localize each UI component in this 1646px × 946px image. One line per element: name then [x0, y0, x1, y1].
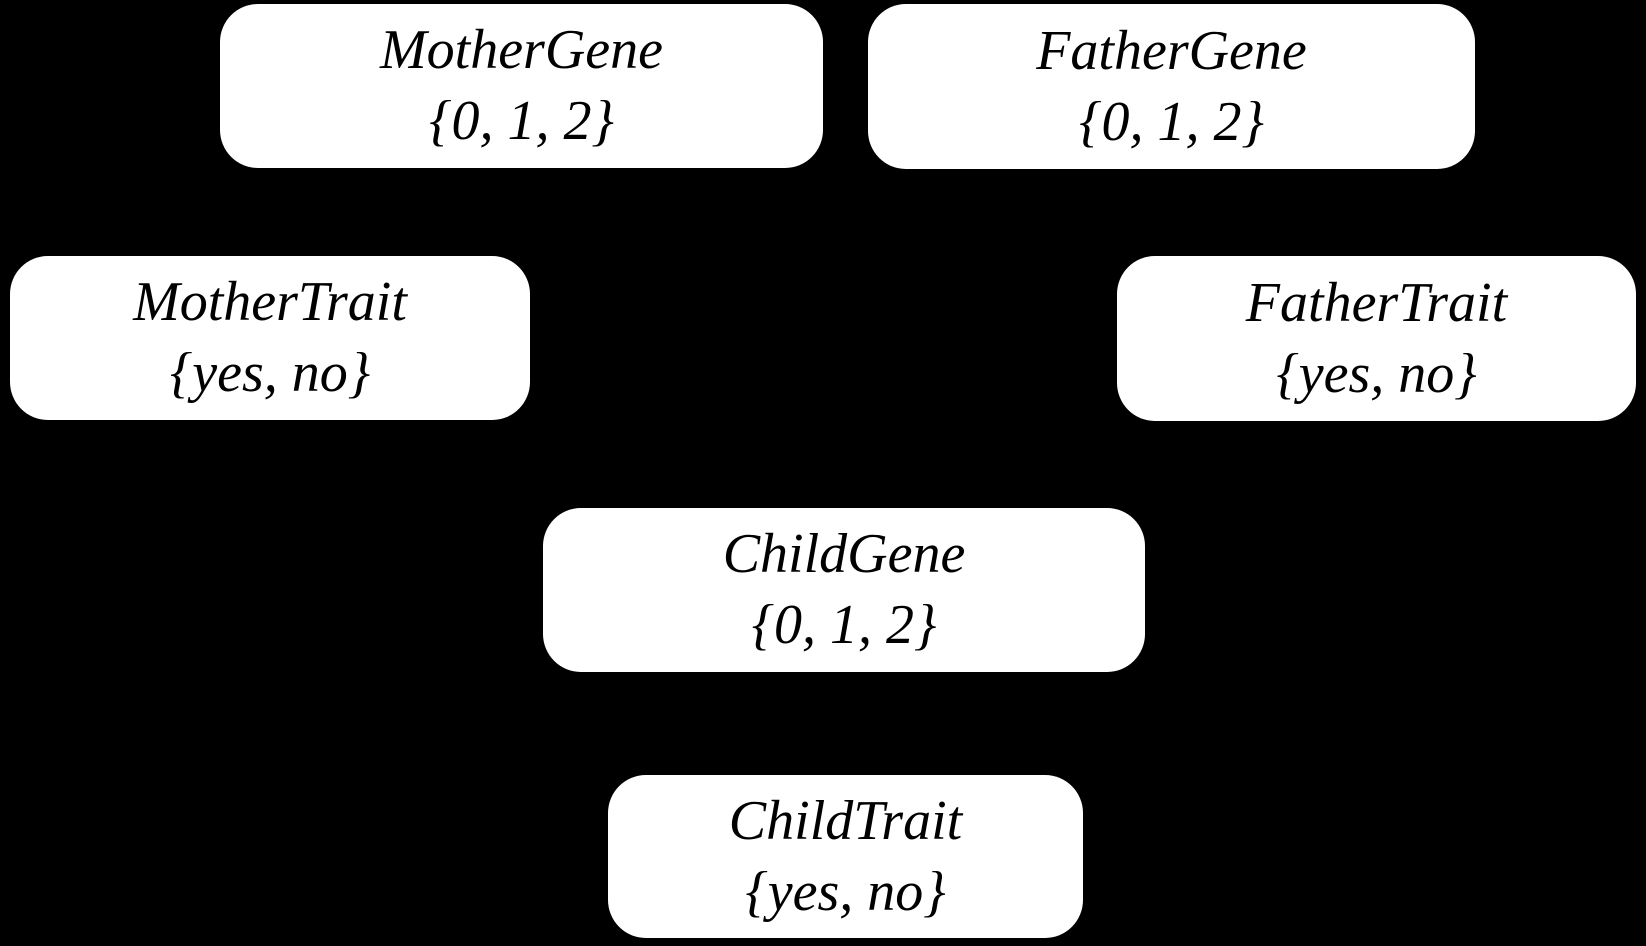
node-child-gene-domain: {0, 1, 2}: [751, 594, 937, 656]
node-father-gene-domain: {0, 1, 2}: [1079, 90, 1264, 153]
node-father-gene: FatherGene {0, 1, 2}: [868, 4, 1475, 169]
node-mother-trait-title: MotherTrait: [133, 271, 407, 334]
node-child-trait: ChildTrait {yes, no}: [608, 775, 1083, 938]
node-child-trait-title: ChildTrait: [728, 789, 963, 852]
node-father-trait-domain: {yes, no}: [1276, 342, 1477, 405]
node-mother-gene: MotherGene {0, 1, 2}: [220, 4, 823, 168]
node-mother-trait: MotherTrait {yes, no}: [10, 256, 530, 420]
node-mother-gene-domain: {0, 1, 2}: [429, 90, 614, 152]
node-child-gene-title: ChildGene: [722, 523, 966, 586]
node-mother-trait-domain: {yes, no}: [169, 342, 371, 404]
node-father-trait-title: FatherTrait: [1245, 271, 1508, 334]
node-child-gene: ChildGene {0, 1, 2}: [543, 508, 1145, 672]
node-mother-gene-title: MotherGene: [379, 19, 663, 82]
node-father-trait: FatherTrait {yes, no}: [1117, 256, 1636, 421]
node-father-gene-title: FatherGene: [1036, 19, 1307, 82]
node-child-trait-domain: {yes, no}: [745, 860, 946, 923]
